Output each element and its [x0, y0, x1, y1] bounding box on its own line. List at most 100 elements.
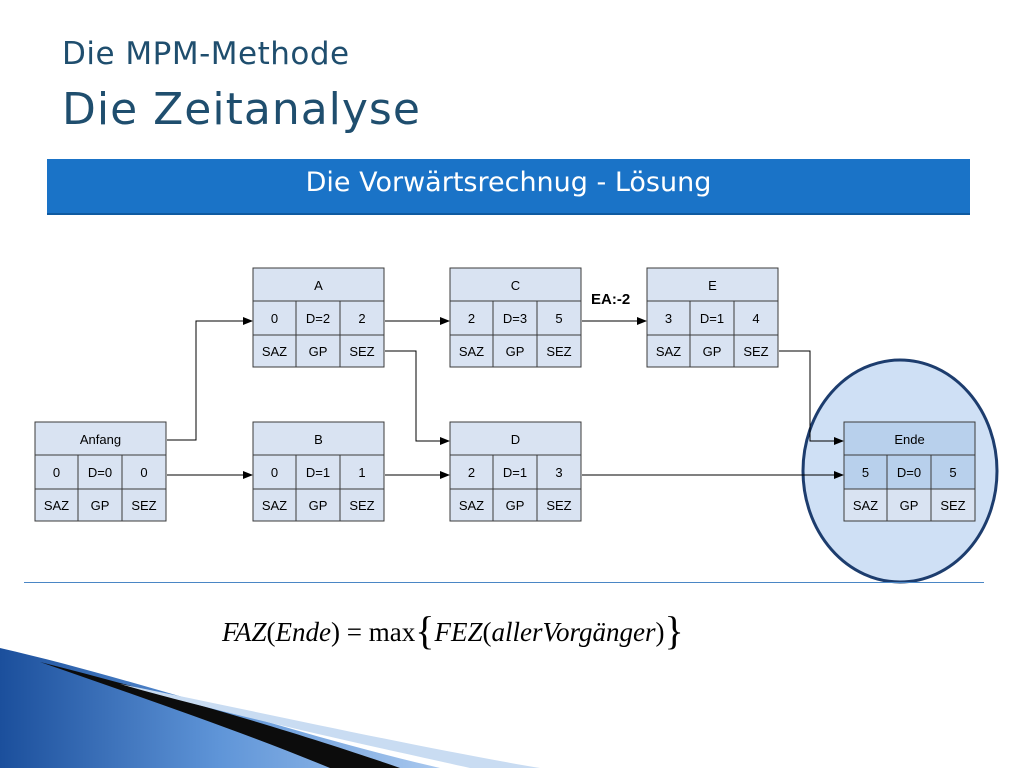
formula-brace-open: { [415, 608, 435, 653]
node-gp-label: GP [309, 344, 328, 359]
node-cell [339, 300, 385, 336]
node-saz-value: 0 [271, 311, 278, 326]
node-cell [733, 300, 779, 336]
node-gp-value: D=1 [503, 465, 527, 480]
node-sez-label: SEZ [546, 498, 571, 513]
node-saz-label: SAZ [459, 498, 484, 513]
node-header-cell [449, 421, 582, 456]
node-saz-label: SAZ [656, 344, 681, 359]
node-gp-value: D=2 [306, 311, 330, 326]
formula-paren-close: ) [331, 617, 341, 647]
node-sez-value: 1 [358, 465, 365, 480]
node-name: B [314, 432, 323, 447]
node-gp-label: GP [309, 498, 328, 513]
edge-a-d [385, 350, 450, 445]
node-cell [492, 334, 538, 368]
node-cell [77, 454, 123, 490]
formula-paren-open: ( [266, 617, 276, 647]
node-sez-label: SEZ [349, 344, 374, 359]
node-cell [930, 454, 976, 490]
node-cell [34, 454, 79, 490]
node-name: D [511, 432, 520, 447]
node-cell [339, 334, 385, 368]
formula-paren2-close: ) [655, 617, 665, 647]
node-name: Ende [894, 432, 924, 447]
formula: FAZ(Ende) = max{FEZ(allerVorgänger)} [222, 604, 822, 654]
page-title-line2: Die Zeitanalyse [62, 84, 421, 135]
node-sez-value: 2 [358, 311, 365, 326]
node-sez-value: 0 [140, 465, 147, 480]
node-gp-value: D=1 [306, 465, 330, 480]
node-saz-value: 2 [468, 465, 475, 480]
node-gp-label: GP [900, 498, 919, 513]
node-sez-value: 3 [555, 465, 562, 480]
node-name: Anfang [80, 432, 121, 447]
node-sez-label: SEZ [743, 344, 768, 359]
node-sez-label: SEZ [546, 344, 571, 359]
node-saz-label: SAZ [44, 498, 69, 513]
node-saz-value: 3 [665, 311, 672, 326]
banner-text: Die Vorwärtsrechnug - Lösung [305, 167, 712, 198]
node-name: E [708, 278, 717, 293]
node-gp-value: D=0 [897, 465, 921, 480]
node-cell [689, 300, 735, 336]
node-cell [449, 488, 494, 522]
node-gp-label: GP [506, 344, 525, 359]
node-saz-value: 2 [468, 311, 475, 326]
node-cell [339, 454, 385, 490]
node-cell [339, 488, 385, 522]
node-saz-label: SAZ [459, 344, 484, 359]
node-cell [492, 300, 538, 336]
node-cell [295, 300, 341, 336]
node-cell [492, 454, 538, 490]
node-cell [121, 488, 167, 522]
node-cell [536, 488, 582, 522]
node-saz-value: 5 [862, 465, 869, 480]
formula-brace-close: } [664, 608, 684, 653]
node-name: A [314, 278, 323, 293]
node-header-cell [449, 267, 582, 302]
formula-paren2-open: ( [482, 617, 492, 647]
node-cell [295, 334, 341, 368]
node-gp-value: D=1 [700, 311, 724, 326]
node-cell [886, 488, 932, 522]
node-cell [34, 488, 79, 522]
connectors [167, 317, 844, 479]
node-header-cell [843, 421, 976, 456]
edge-anfang-a [167, 317, 253, 441]
node-cell [295, 488, 341, 522]
node-header-cell [34, 421, 167, 456]
node-sez-label: SEZ [940, 498, 965, 513]
formula-equals: = [346, 617, 362, 647]
node-cell [492, 488, 538, 522]
node-saz-label: SAZ [262, 344, 287, 359]
edge-e-ende [779, 350, 844, 445]
node-cell [449, 334, 494, 368]
node-cell [646, 300, 691, 336]
section-banner: Die Vorwärtsrechnug - Lösung [47, 159, 970, 215]
formula-rhs: FEZ [434, 617, 483, 647]
formula-lhs: FAZ [222, 617, 267, 647]
node-cell [733, 334, 779, 368]
node-header-cell [252, 267, 385, 302]
node-cell [77, 488, 123, 522]
node-sez-label: SEZ [131, 498, 156, 513]
node-sez-label: SEZ [349, 498, 374, 513]
node-cell [252, 488, 297, 522]
node-gp-value: D=0 [88, 465, 112, 480]
ea-annotation: EA:-2 [591, 291, 630, 308]
node-gp-label: GP [506, 498, 525, 513]
node-cell [536, 334, 582, 368]
node-saz-label: SAZ [262, 498, 287, 513]
node-saz-value: 0 [53, 465, 60, 480]
divider-line [24, 582, 984, 583]
node-cell [930, 488, 976, 522]
